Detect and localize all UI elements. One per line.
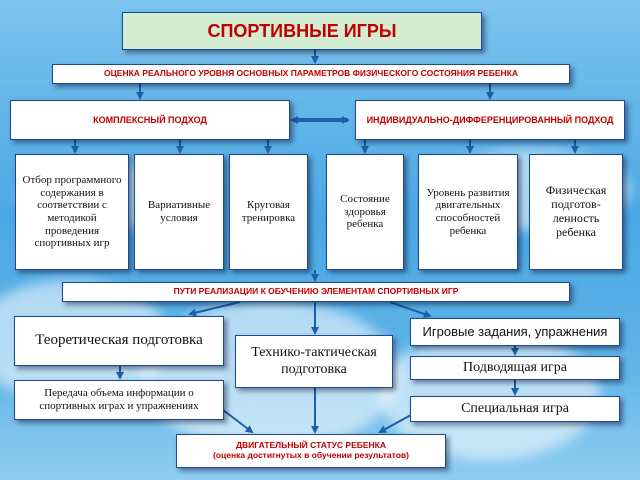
component-variable-conditions: Вариативные условия bbox=[134, 154, 224, 270]
motor-status-box: ДВИГАТЕЛЬНЫЙ СТАТУС РЕБЕНКА (оценка дост… bbox=[176, 434, 446, 468]
diagram-title: СПОРТИВНЫЕ ИГРЫ bbox=[122, 12, 482, 50]
arrow-paths-to-theory bbox=[188, 301, 241, 317]
theory-training-box: Теоретическая подготовка bbox=[14, 316, 224, 366]
component-circuit-training: Круговая тренировка bbox=[229, 154, 308, 270]
special-game-box: Специальная игра bbox=[410, 396, 620, 422]
complex-approach-box: КОМПЛЕКСНЫЙ ПОДХОД bbox=[10, 100, 290, 140]
component-physical-fitness: Физическая подготов-ленность ребенка bbox=[529, 154, 623, 270]
individual-approach-box: ИНДИВИДУАЛЬНО-ДИФФЕРЕНЦИРОВАННЫЙ ПОДХОД bbox=[355, 100, 625, 140]
component-health-state: Состояние здоровья ребенка bbox=[326, 154, 404, 270]
information-transfer-box: Передача объема информации о спортивных … bbox=[14, 380, 224, 420]
paths-box: ПУТИ РЕАЛИЗАЦИИ К ОБУЧЕНИЮ ЭЛЕМЕНТАМ СПО… bbox=[62, 282, 570, 302]
lead-up-game-box: Подводящая игра bbox=[410, 356, 620, 380]
component-program-selection: Отбор программного содержания в соответс… bbox=[15, 154, 129, 270]
motor-status-subtitle: (оценка достигнутых в обучении результат… bbox=[213, 450, 409, 460]
assessment-box: ОЦЕНКА РЕАЛЬНОГО УРОВНЯ ОСНОВНЫХ ПАРАМЕТ… bbox=[52, 64, 570, 84]
motor-status-title: ДВИГАТЕЛЬНЫЙ СТАТУС РЕБЕНКА bbox=[235, 440, 387, 451]
game-tasks-box: Игровые задания, упражнения bbox=[410, 318, 620, 346]
technical-tactical-box: Технико-тактическая подготовка bbox=[235, 335, 393, 388]
component-motor-ability: Уровень развития двигательных способност… bbox=[418, 154, 518, 270]
arrow-paths-to-tasks bbox=[389, 301, 432, 318]
